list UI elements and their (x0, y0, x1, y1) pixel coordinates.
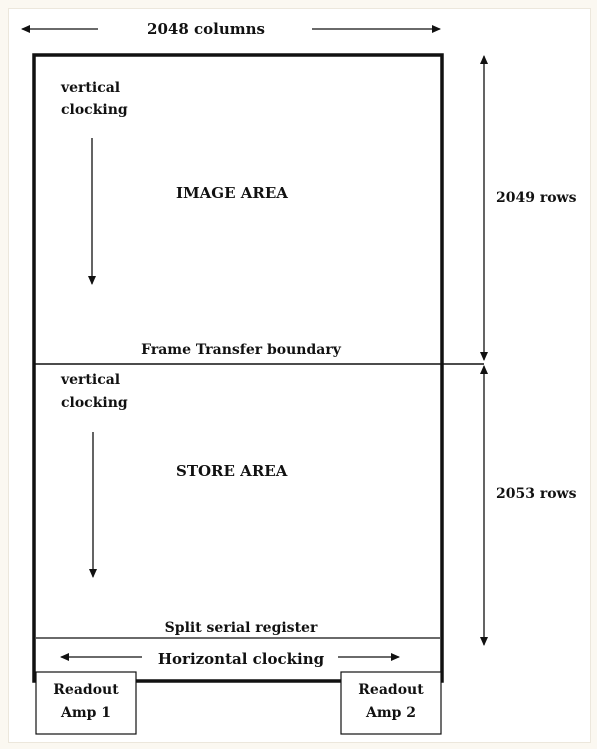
amp1-label-line1: Readout (53, 682, 119, 698)
vertical-clocking-top-line1: vertical (61, 80, 121, 96)
rows-top-label: 2049 rows (496, 190, 577, 206)
rows-bottom-label: 2053 rows (496, 486, 577, 502)
vertical-clocking-bottom-line2: clocking (61, 395, 128, 411)
vertical-clocking-top-line2: clocking (61, 102, 128, 118)
columns-label: 2048 columns (147, 20, 265, 38)
frame-transfer-label: Frame Transfer boundary (141, 342, 341, 358)
chip-outline (32, 53, 444, 683)
split-serial-label: Split serial register (164, 620, 318, 636)
diagram-panel (8, 8, 591, 743)
readout-amp-2-box (340, 671, 442, 735)
readout-amp-1-box (35, 671, 137, 735)
amp1-label-line2: Amp 1 (60, 705, 112, 721)
image-area-label: IMAGE AREA (176, 184, 288, 202)
vertical-clocking-bottom-line1: vertical (61, 372, 121, 388)
horizontal-clocking-label: Horizontal clocking (157, 650, 325, 668)
amp2-label-line1: Readout (358, 682, 424, 698)
store-area-label: STORE AREA (176, 462, 288, 480)
amp2-label-line2: Amp 2 (365, 705, 417, 721)
